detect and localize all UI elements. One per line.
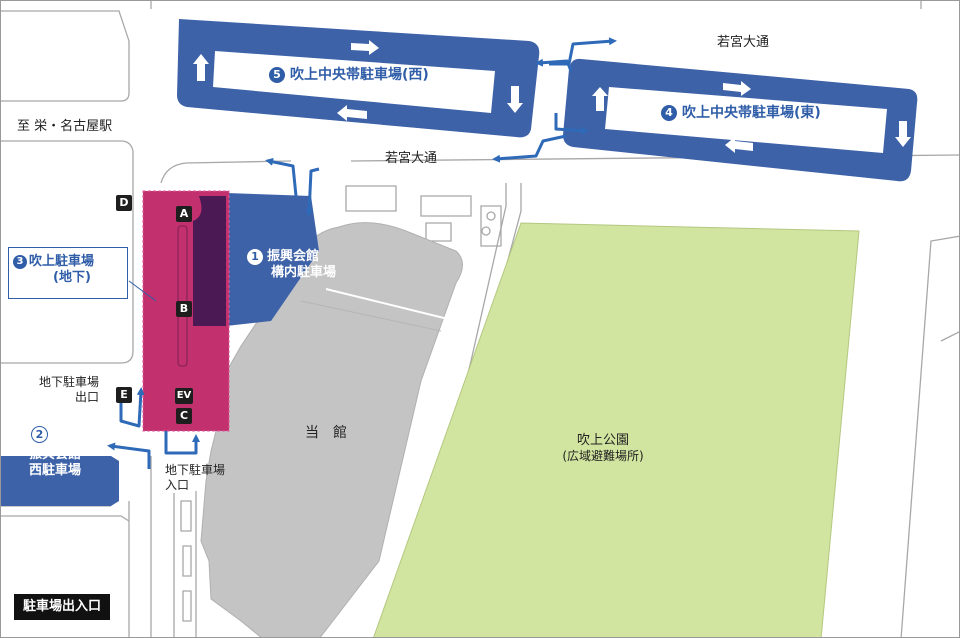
parking-1-line1: 振興会館 xyxy=(267,249,320,264)
direction-label-west: 至 栄・名古屋駅 xyxy=(17,119,113,134)
parking-5-name: 吹上中央帯駐車場(西) xyxy=(290,67,429,83)
traffic-arrows xyxy=(107,37,617,469)
park-note: (広域避難場所) xyxy=(562,449,644,464)
parking-5-number: 5 xyxy=(269,67,285,83)
street-label-north: 若宮大通 xyxy=(717,35,770,50)
parking-1-label: 1 振興会館 構内駐車場 xyxy=(247,249,336,282)
legend-entrance: 駐車場出入口 xyxy=(14,594,111,621)
park-area xyxy=(373,222,860,637)
parking-2-line2: 西駐車場 xyxy=(29,463,82,479)
parking-5-lot xyxy=(177,19,540,138)
park-label: 吹上公園 (広域避難場所) xyxy=(553,433,653,466)
underground-exit-label: 地下駐車場 出口 xyxy=(27,375,99,405)
underground-entrance-line2: 入口 xyxy=(165,478,190,492)
parking-4-name: 吹上中央帯駐車場(東) xyxy=(682,105,821,121)
gate-e-badge: E xyxy=(116,387,132,403)
parking-2-line1: 振興会館 xyxy=(29,447,82,462)
parking-4-number: 4 xyxy=(661,105,677,121)
gate-ev-badge: EV xyxy=(175,388,193,404)
parking-4-label: 4 吹上中央帯駐車場(東) xyxy=(661,105,821,123)
parking-1-lot xyxy=(226,193,319,326)
parking-4-lot xyxy=(563,58,918,182)
parking-1-line2: 構内駐車場 xyxy=(271,265,337,281)
gate-d-badge: D xyxy=(116,195,132,211)
parking-2-number: 2 xyxy=(31,426,48,443)
gate-c-badge: C xyxy=(176,408,192,424)
underground-exit-line2: 出口 xyxy=(74,390,99,404)
underground-exit-line1: 地下駐車場 xyxy=(38,375,99,389)
gate-b-badge: B xyxy=(176,301,192,317)
parking-3-number: 3 xyxy=(13,255,27,269)
parking-3-line1: 吹上駐車場 xyxy=(29,254,95,269)
underground-entrance-label: 地下駐車場 入口 xyxy=(165,463,225,493)
parking-2-name: 振興会館 西駐車場 xyxy=(29,447,81,480)
parking-1-number: 1 xyxy=(247,249,263,265)
underground-entrance-line1: 地下駐車場 xyxy=(165,463,226,477)
street-label-middle: 若宮大通 xyxy=(385,151,438,166)
parking-5-label: 5 吹上中央帯駐車場(西) xyxy=(269,67,429,85)
gate-a-badge: A xyxy=(176,206,192,222)
parking-3-line2: (地下) xyxy=(53,270,91,286)
park-name: 吹上公園 xyxy=(576,433,629,448)
parking-2-label: 2 xyxy=(31,426,48,443)
lot-arrows xyxy=(193,40,911,153)
underground-overlap xyxy=(193,196,226,326)
building-label: 当 館 xyxy=(305,425,347,441)
